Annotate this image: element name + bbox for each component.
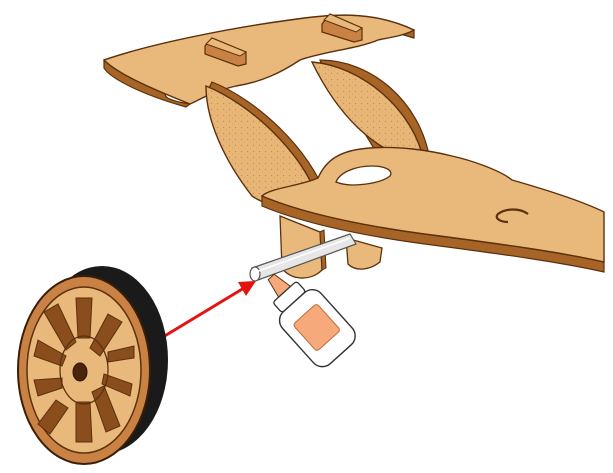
wheel-hub xyxy=(73,363,87,381)
assembly-arrow xyxy=(158,281,256,340)
wheel xyxy=(18,266,168,464)
